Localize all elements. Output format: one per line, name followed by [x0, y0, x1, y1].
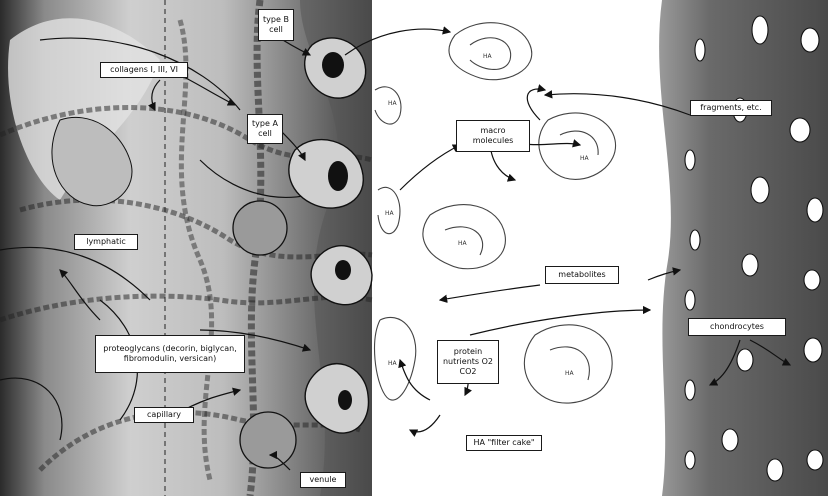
label-venule: venule	[300, 472, 346, 488]
ha-tag: HA	[565, 370, 575, 377]
label-protein-nutrients: protein nutrients O2 CO2	[437, 340, 499, 384]
label-macro-molecules: macro molecules	[456, 120, 530, 152]
label-capillary: capillary	[134, 407, 194, 423]
label-lymphatic: lymphatic	[74, 234, 138, 250]
label-metabolites: metabolites	[545, 266, 619, 284]
ha-tag: HA	[580, 155, 590, 162]
ha-tag: HA	[388, 360, 398, 367]
ha-tag: HA	[458, 240, 468, 247]
label-type-a-cell: type A cell	[247, 114, 283, 144]
label-chondrocytes: chondrocytes	[688, 318, 786, 336]
label-proteoglycans: proteoglycans (decorin, biglycan, fibrom…	[95, 335, 245, 373]
label-collagens: collagens I, III, VI	[100, 62, 188, 78]
label-ha-filter-cake: HA "filter cake"	[466, 435, 542, 451]
ha-tag: HA	[483, 53, 493, 60]
cartilage-region	[659, 0, 828, 496]
label-type-b-cell: type B cell	[258, 9, 294, 41]
ha-tag: HA	[385, 210, 395, 217]
ha-tag: HA	[388, 100, 398, 107]
label-fragments: fragments, etc.	[690, 100, 772, 116]
